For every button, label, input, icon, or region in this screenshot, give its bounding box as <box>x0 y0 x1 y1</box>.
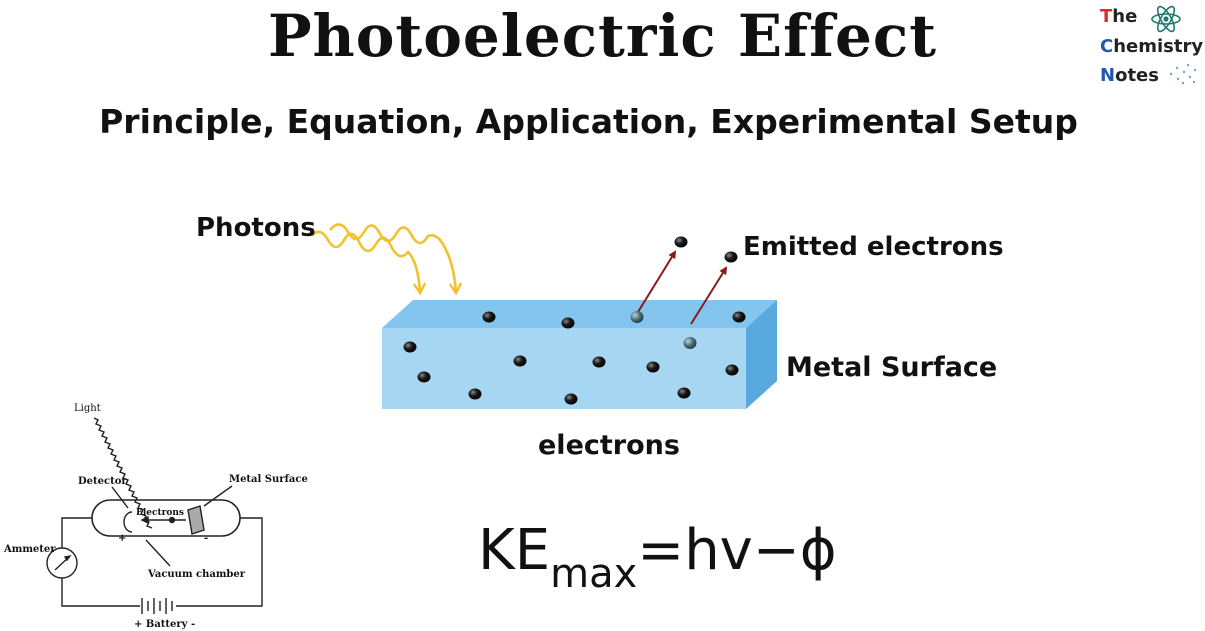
page-title: Photoelectric Effect <box>267 2 938 70</box>
setup-detector-pointer <box>111 486 129 509</box>
emitted-electrons <box>674 236 738 263</box>
setup-electrons-label: Electrons <box>136 508 184 518</box>
setup-labels: Light Detector Metal Surface Electrons A… <box>3 403 308 630</box>
equation-sub: max <box>550 551 638 597</box>
setup-ammeter-label: Ammeter <box>3 544 56 555</box>
setup-metal-label: Metal Surface <box>229 474 308 485</box>
photoelectric-equation: KEmax=hv−ϕ <box>478 518 837 597</box>
photon-waves <box>310 223 456 292</box>
setup-metal-pointer <box>203 485 233 507</box>
setup-plus-label: + <box>118 533 126 544</box>
setup-metal-plate <box>187 505 205 535</box>
setup-battery <box>141 598 173 614</box>
setup-detector <box>123 511 133 533</box>
logo-line-2: Chemistry <box>1100 36 1204 57</box>
experimental-setup <box>46 417 263 614</box>
logo-line-3: Notes <box>1100 65 1159 86</box>
metal-block-side <box>746 300 777 409</box>
setup-light-ray <box>93 417 153 529</box>
atom-icon <box>1151 5 1181 33</box>
photon-wave-1 <box>310 230 420 292</box>
electrons-label: electrons <box>538 430 680 461</box>
setup-vacuum-tube <box>91 499 241 537</box>
equation-rest: =hv−ϕ <box>637 518 837 583</box>
setup-light-label: Light <box>74 403 101 414</box>
emission-arrow-2 <box>690 266 728 325</box>
setup-minus-label: - <box>204 533 208 544</box>
block-electrons <box>403 311 746 405</box>
emission-arrow-1 <box>637 250 677 313</box>
setup-battery-label: + Battery - <box>134 619 195 630</box>
page-subtitle: Principle, Equation, Application, Experi… <box>99 102 1078 141</box>
equation-ke: KE <box>478 518 551 583</box>
setup-vacuum-label: Vacuum chamber <box>147 569 246 580</box>
setup-circuit-wire <box>61 517 263 607</box>
metal-block-top <box>382 300 777 328</box>
dots-decoration <box>1169 63 1197 85</box>
emitted-electrons-label: Emitted electrons <box>743 232 1004 262</box>
setup-detector-label: Detector <box>78 476 127 487</box>
metal-surface-label: Metal Surface <box>786 352 998 383</box>
photon-wave-2 <box>329 223 456 292</box>
photons-label: Photons <box>196 213 316 243</box>
logo-line-1: The <box>1100 6 1138 27</box>
setup-vacuum-pointer <box>145 539 171 567</box>
logo: The Chemistry Notes <box>1100 4 1205 90</box>
